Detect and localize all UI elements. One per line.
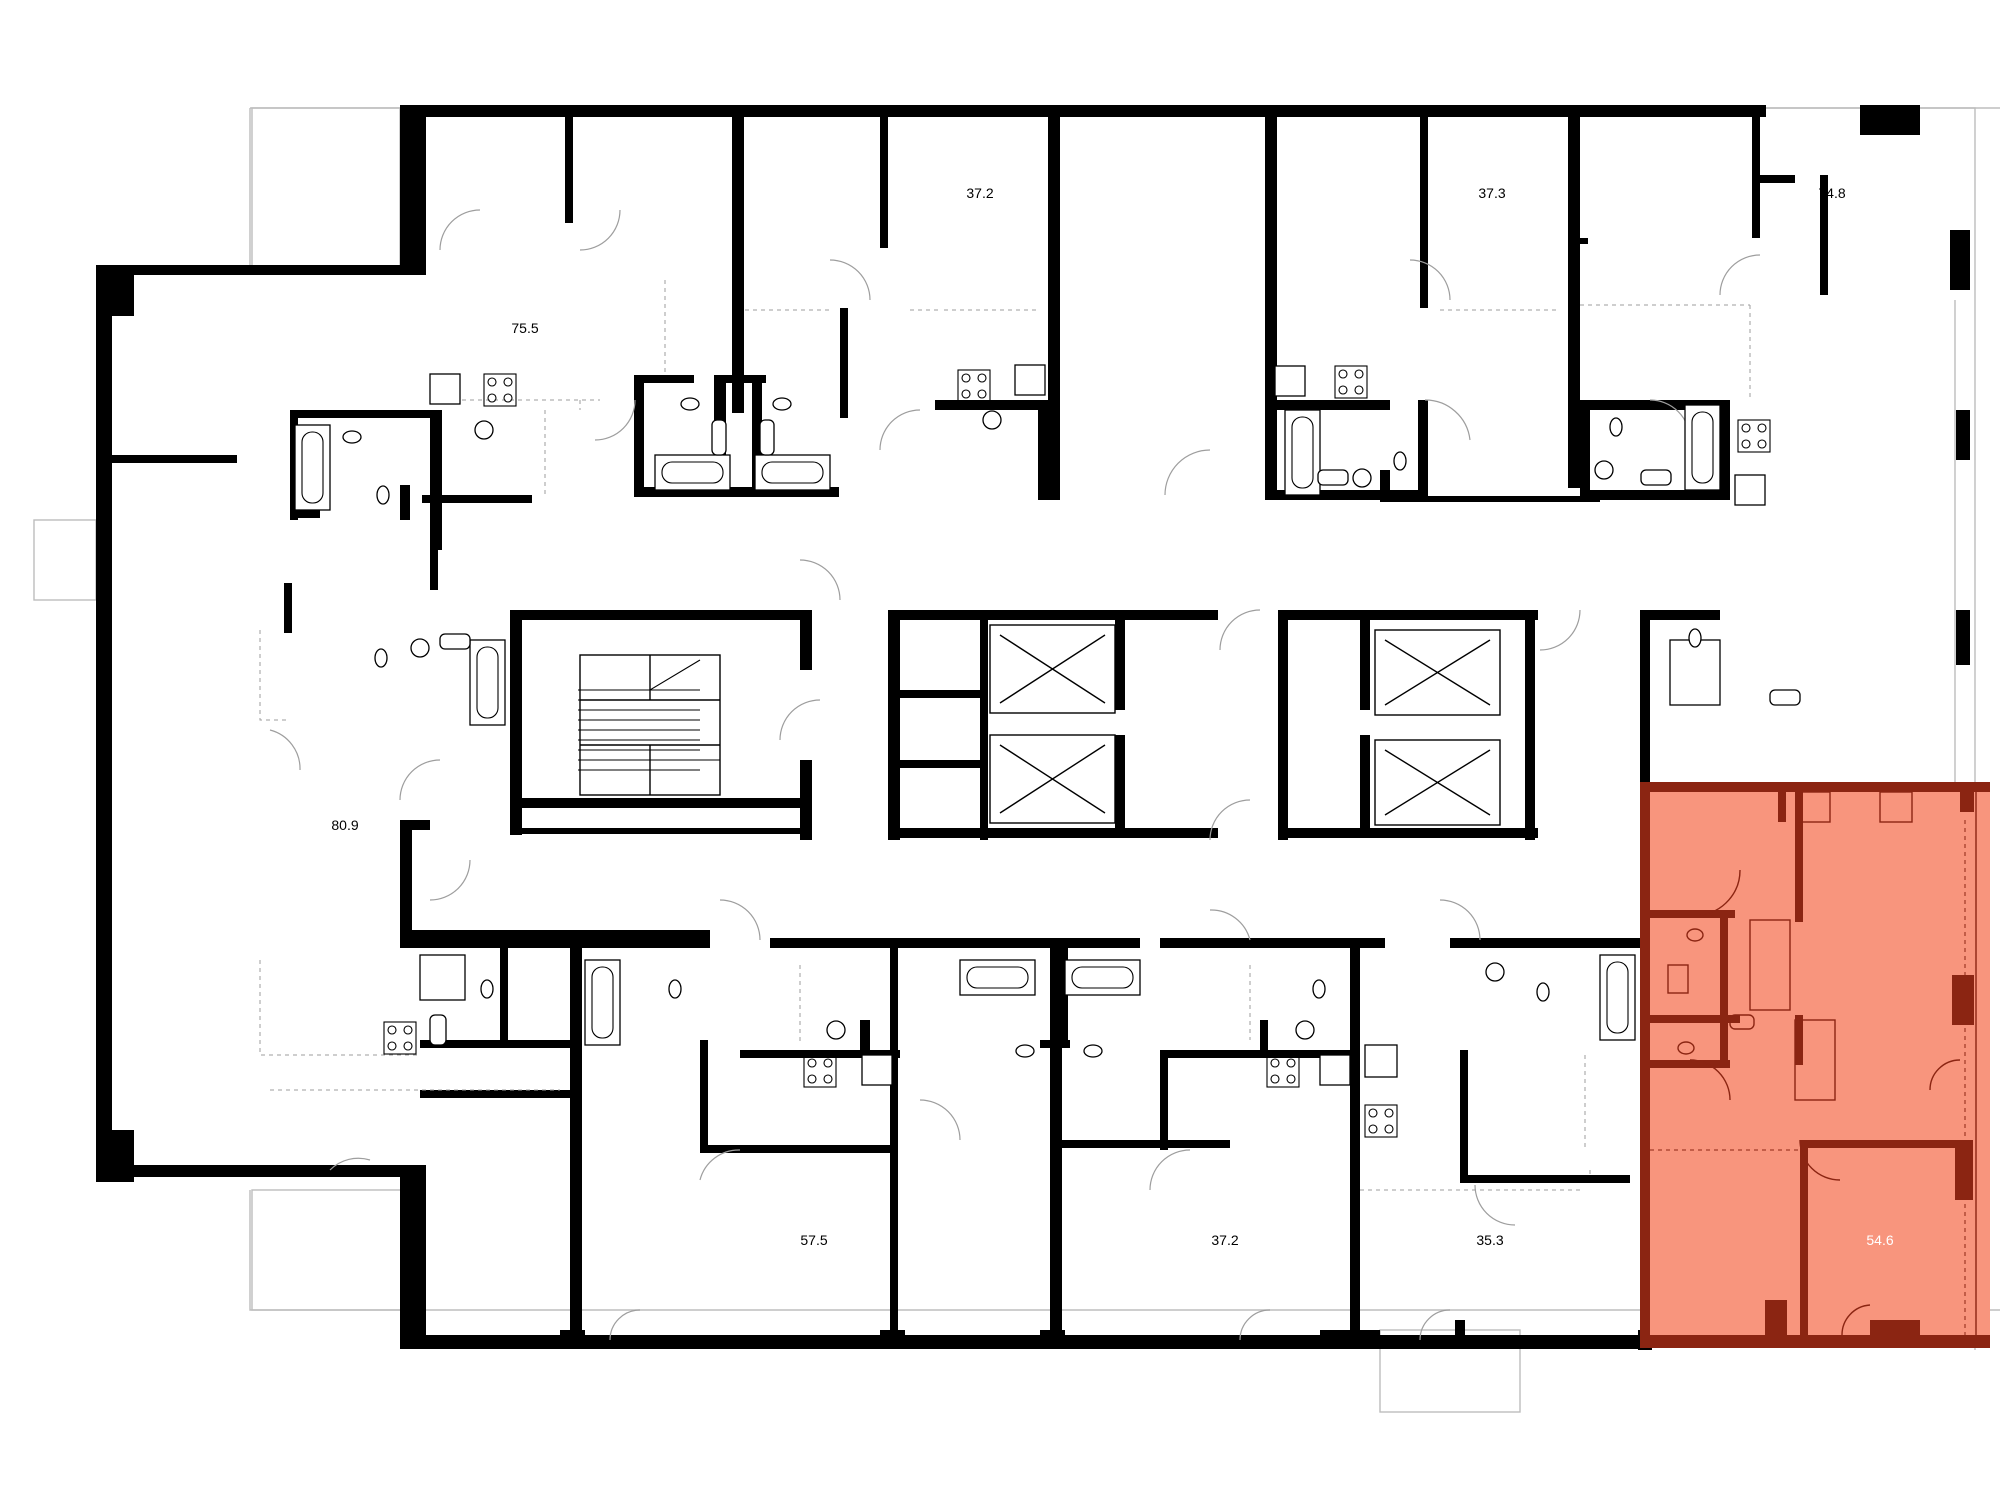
area-label-75-5[interactable]: 75.5 bbox=[511, 320, 538, 336]
room-dividers bbox=[259, 280, 1751, 1191]
area-label-37-2-top[interactable]: 37.2 bbox=[966, 185, 993, 201]
area-label-54-6[interactable]: 54.6 bbox=[1866, 1232, 1893, 1248]
selected-apartment-54-6[interactable] bbox=[1640, 782, 1990, 1348]
selected-apartment-walls bbox=[1640, 782, 1990, 1348]
selected-apartment-details bbox=[1650, 791, 1977, 1340]
interior-walls-bottom bbox=[400, 938, 1640, 1348]
fixtures bbox=[294, 364, 1801, 1138]
interior-walls-top bbox=[112, 108, 1970, 633]
area-label-35-3[interactable]: 35.3 bbox=[1476, 1232, 1503, 1248]
area-label-57-5[interactable]: 57.5 bbox=[800, 1232, 827, 1248]
building-core bbox=[510, 610, 1538, 840]
exterior-walls bbox=[96, 105, 1970, 1350]
corridor-walls bbox=[400, 550, 1720, 940]
door-swings bbox=[269, 209, 1761, 1341]
stairwell bbox=[578, 659, 701, 771]
area-labels: 75.5 37.2 37.3 74.8 80.9 57.5 37.2 35.3 … bbox=[331, 185, 1893, 1248]
area-label-37-2-bottom[interactable]: 37.2 bbox=[1211, 1232, 1238, 1248]
area-label-74-8[interactable]: 74.8 bbox=[1818, 185, 1845, 201]
area-label-80-9[interactable]: 80.9 bbox=[331, 817, 358, 833]
area-label-37-3[interactable]: 37.3 bbox=[1478, 185, 1505, 201]
